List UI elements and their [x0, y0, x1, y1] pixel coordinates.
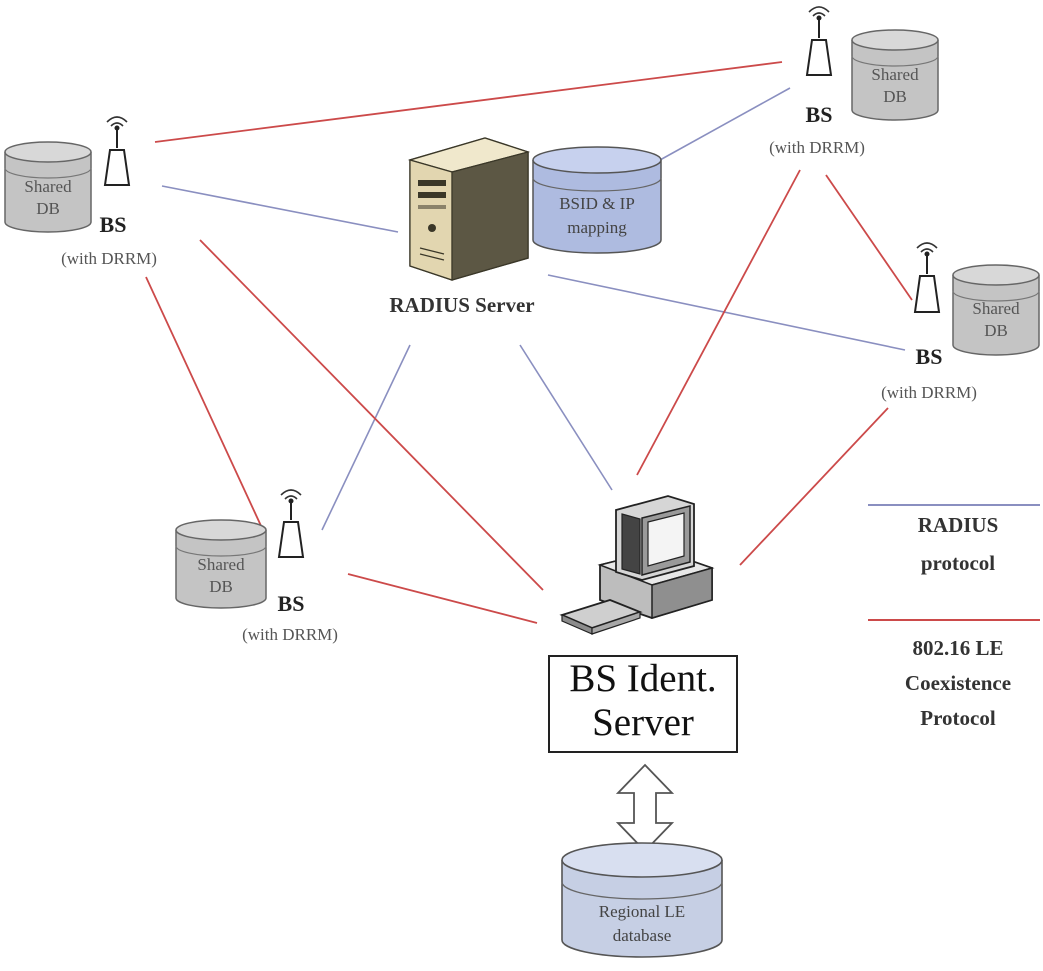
bsid-ip-mapping-db-icon: BSID & IP mapping — [532, 146, 662, 254]
db-label-line2: DB — [984, 321, 1008, 340]
shared-db-icon: Shared DB — [175, 519, 267, 609]
legend: RADIUS protocol 802.16 LE Coexistence Pr… — [868, 504, 1040, 730]
coex-link-leftbs-identserver — [199, 239, 544, 591]
mapping-db-label-line1: BSID & IP — [559, 194, 635, 213]
bs-label: BS — [278, 591, 305, 616]
ident-label-line1: BS Ident. — [569, 657, 717, 700]
regional-db-label-line2: database — [613, 926, 672, 945]
bs-top-right: BS (with DRRM) Shared DB — [769, 6, 939, 157]
bs-label: BS — [916, 344, 943, 369]
coex-link-leftbs-toprightbs — [154, 61, 783, 143]
bs-subtitle: (with DRRM) — [242, 625, 338, 644]
bs-label: BS — [806, 102, 833, 127]
radius-link-server-rightbs — [547, 274, 906, 351]
db-label-line1: Shared — [24, 177, 72, 196]
db-label-line1: Shared — [972, 299, 1020, 318]
radius-link-server-db-topright — [659, 87, 791, 161]
antenna-icon — [805, 6, 833, 76]
bs-left: Shared DB BS (with DRRM) — [4, 116, 157, 268]
shared-db-icon: Shared DB — [4, 141, 92, 233]
antenna-icon — [277, 489, 305, 558]
ident-label-line2: Server — [592, 701, 694, 744]
legend-radius-text-2: protocol — [921, 551, 995, 575]
db-label-line2: DB — [883, 87, 907, 106]
shared-db-icon: Shared DB — [851, 29, 939, 121]
db-label-line1: Shared — [871, 65, 919, 84]
regional-le-database-icon: Regional LE database — [561, 842, 723, 958]
antenna-icon — [913, 242, 941, 313]
db-label-line2: DB — [209, 577, 233, 596]
legend-coex-text-1: 802.16 LE — [912, 636, 1003, 660]
legend-radius-text-1: RADIUS — [918, 513, 999, 537]
bs-label: BS — [100, 212, 127, 237]
shared-db-icon: Shared DB — [952, 264, 1040, 356]
bs-right: Shared DB BS (with DRRM) — [881, 242, 1040, 402]
server-tower-icon — [407, 137, 531, 281]
bs-subtitle: (with DRRM) — [61, 249, 157, 268]
antenna-icon — [103, 116, 131, 186]
double-arrow-icon — [615, 763, 675, 853]
bs-ident-server-label: BS Ident. Server — [548, 655, 738, 753]
radius-server: BSID & IP mapping RADIUS Server — [389, 137, 662, 317]
bs-subtitle: (with DRRM) — [769, 138, 865, 157]
ident-server-computer-icon — [559, 495, 715, 635]
coex-link-toprightbs-identserver — [636, 169, 801, 476]
radius-server-label: RADIUS Server — [389, 293, 534, 317]
coex-link-leftbs-bottomleftbs — [145, 276, 263, 529]
coex-link-rightbs-identserver — [739, 407, 889, 566]
coexistence-links — [145, 61, 913, 624]
mapping-db-label-line2: mapping — [567, 218, 627, 237]
radius-links — [161, 87, 906, 531]
radius-link-server-bottomleftbs — [321, 344, 411, 531]
db-label-line2: DB — [36, 199, 60, 218]
bs-subtitle: (with DRRM) — [881, 383, 977, 402]
db-label-line1: Shared — [197, 555, 245, 574]
bs-bottom-left: Shared DB BS (with DRRM) — [175, 489, 338, 644]
legend-coex-text-3: Protocol — [920, 706, 996, 730]
radius-link-leftbs-server — [161, 185, 399, 233]
radius-link-server-identserver — [519, 344, 613, 491]
regional-db-label-line1: Regional LE — [599, 902, 685, 921]
legend-coex-text-2: Coexistence — [905, 671, 1011, 695]
coex-link-toprightbs-rightbs — [825, 174, 913, 301]
coex-link-bottomleftbs-identserver — [347, 573, 538, 624]
